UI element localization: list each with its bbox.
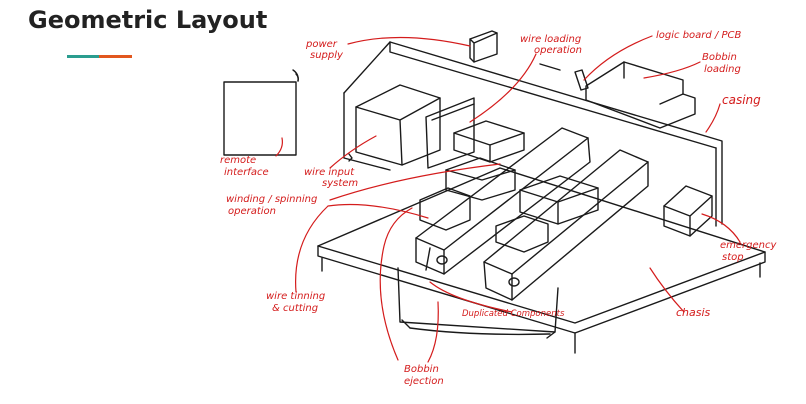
bobbin-loading-block-drawing xyxy=(585,61,696,129)
wire-loading-plate-drawing xyxy=(425,97,475,169)
arrow-bobbin-ejection-right xyxy=(427,301,439,363)
arrow-logic-board xyxy=(583,35,653,81)
label-logic-board: logic board / PCB xyxy=(656,30,741,41)
rail-right-drawing xyxy=(483,149,649,301)
arrow-chasis xyxy=(649,267,685,313)
page-title: Geometric Layout xyxy=(28,6,268,34)
svg-text:ejection: ejection xyxy=(404,376,444,387)
arrow-bobbin-ejection-left xyxy=(379,207,413,361)
svg-text:remote: remote xyxy=(220,155,256,166)
label-bobbin-ejection-1: Bobbin xyxy=(404,364,439,375)
label-wire-loading-1: wire loading xyxy=(520,34,581,45)
raised-block-drawing xyxy=(453,120,525,163)
label-winding-2: operation xyxy=(228,206,276,217)
title-accent-orange xyxy=(99,55,132,58)
svg-text:Duplicated Components: Duplicated Components xyxy=(462,309,565,319)
svg-text:emergency: emergency xyxy=(720,240,777,251)
label-emergency-stop-2: stop xyxy=(722,252,744,263)
wire-input-box-drawing xyxy=(355,84,441,166)
annotation-labels: power supply wire loading operation logi… xyxy=(220,30,777,387)
logic-board-drawing xyxy=(539,63,589,91)
svg-text:winding / spinning: winding / spinning xyxy=(226,194,317,205)
label-remote-interface-1: remote xyxy=(220,155,256,166)
arrow-wire-loading xyxy=(469,53,537,123)
chassis-drawing xyxy=(317,167,766,354)
arrow-casing xyxy=(705,103,721,133)
svg-text:wire tinning: wire tinning xyxy=(266,291,325,302)
svg-text:loading: loading xyxy=(704,64,741,75)
label-wire-input-1: wire input xyxy=(304,167,355,178)
arrow-power-supply xyxy=(347,36,471,47)
svg-text:wire input: wire input xyxy=(304,167,355,178)
svg-text:operation: operation xyxy=(534,45,582,56)
svg-text:Bobbin: Bobbin xyxy=(702,52,737,63)
label-wire-loading-2: operation xyxy=(534,45,582,56)
arrow-duplicated xyxy=(429,281,513,313)
svg-text:chasis: chasis xyxy=(676,306,711,319)
label-casing: casing xyxy=(722,93,761,107)
arrow-bobbin-loading xyxy=(643,61,701,79)
casing-drawing xyxy=(343,41,723,227)
arrow-remote-interface xyxy=(275,137,283,157)
rail-left-drawing xyxy=(415,127,591,275)
power-supply-drawing xyxy=(469,30,498,63)
emergency-stop-drawing xyxy=(663,185,713,237)
svg-text:& cutting: & cutting xyxy=(272,303,318,314)
svg-text:supply: supply xyxy=(310,50,344,61)
label-emergency-stop-1: emergency xyxy=(720,240,777,251)
svg-text:operation: operation xyxy=(228,206,276,217)
svg-text:stop: stop xyxy=(722,252,744,263)
label-bobbin-loading-2: loading xyxy=(704,64,741,75)
remote-interface-drawing xyxy=(223,69,299,156)
label-wire-tinning-2: & cutting xyxy=(272,303,318,314)
arrow-wire-tinning xyxy=(295,203,429,293)
label-winding-1: winding / spinning xyxy=(226,194,317,205)
arrow-wire-input xyxy=(329,135,377,169)
svg-text:system: system xyxy=(322,178,358,189)
label-bobbin-loading-1: Bobbin xyxy=(702,52,737,63)
machine-drawing xyxy=(223,30,766,354)
svg-text:logic board / PCB: logic board / PCB xyxy=(656,30,741,41)
label-power-supply-2: supply xyxy=(310,50,344,61)
label-wire-tinning-1: wire tinning xyxy=(266,291,325,302)
svg-text:Bobbin: Bobbin xyxy=(404,364,439,375)
svg-text:casing: casing xyxy=(722,93,761,107)
arrow-emergency-stop xyxy=(701,213,741,243)
winding-block-right-drawing xyxy=(495,175,599,253)
annotation-arrows xyxy=(275,35,741,363)
label-bobbin-ejection-2: ejection xyxy=(404,376,444,387)
label-power-supply-1: power xyxy=(305,39,338,50)
svg-text:wire loading: wire loading xyxy=(520,34,581,45)
label-duplicated: Duplicated Components xyxy=(462,309,565,319)
svg-text:power: power xyxy=(305,39,338,50)
svg-text:interface: interface xyxy=(224,167,269,178)
arrow-winding xyxy=(329,163,501,201)
winding-block-left-drawing xyxy=(419,157,516,231)
title-accent-teal xyxy=(67,55,99,58)
label-chasis: chasis xyxy=(676,306,711,319)
label-wire-input-2: system xyxy=(322,178,358,189)
label-remote-interface-2: interface xyxy=(224,167,269,178)
